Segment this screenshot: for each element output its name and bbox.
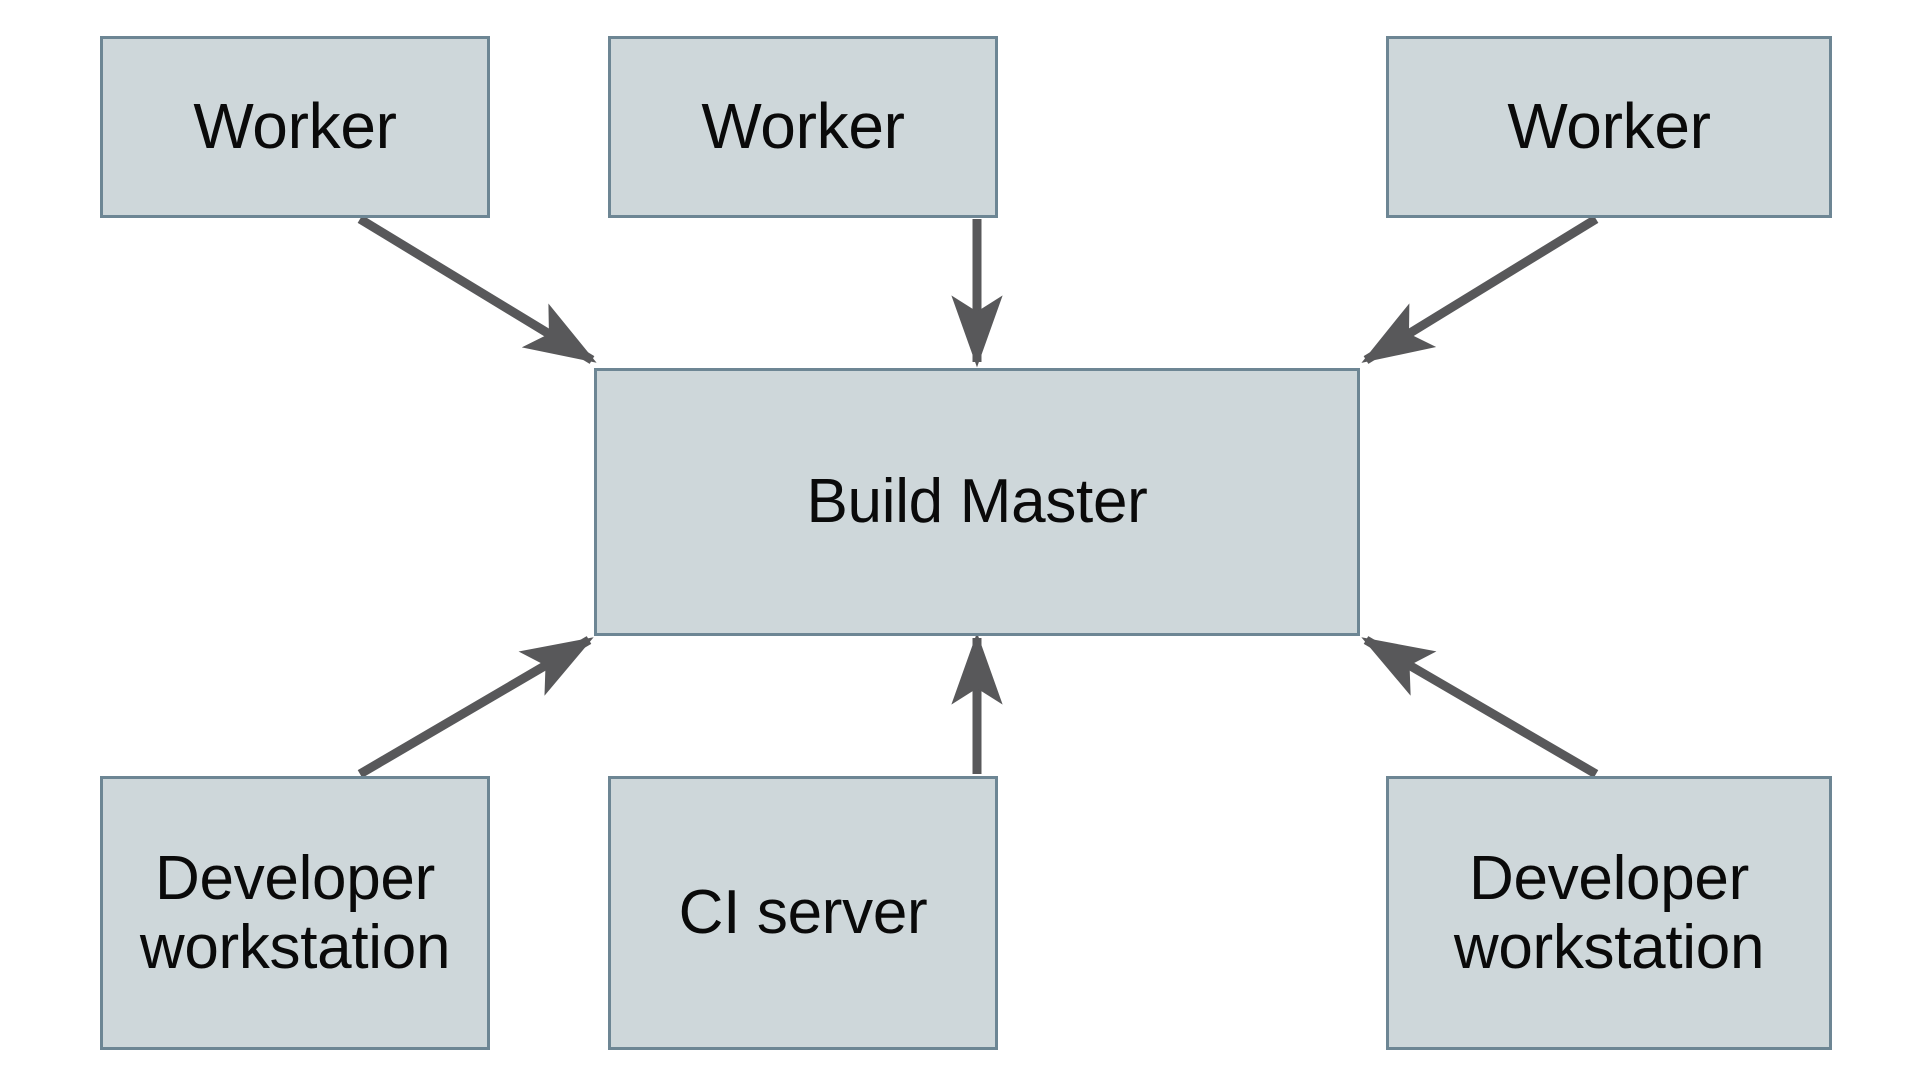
node-build-master[interactable]: Build Master [594, 368, 1360, 636]
node-worker-1-label: Worker [193, 90, 397, 163]
edge-developer-workstation-1-to-build-master [357, 636, 594, 778]
node-ci-server[interactable]: CI server [608, 776, 998, 1050]
node-worker-3-label: Worker [1507, 90, 1711, 163]
node-developer-workstation-2[interactable]: Developer workstation [1386, 776, 1832, 1050]
node-developer-workstation-1[interactable]: Developer workstation [100, 776, 490, 1050]
edge-worker-3-to-build-master [1361, 215, 1599, 364]
node-worker-2-label: Worker [701, 90, 905, 163]
edge-developer-workstation-2-to-build-master [1361, 636, 1599, 778]
node-developer-workstation-2-label: Developer workstation [1453, 843, 1765, 982]
node-worker-3[interactable]: Worker [1386, 36, 1832, 218]
node-build-master-label: Build Master [806, 467, 1148, 537]
node-worker-2[interactable]: Worker [608, 36, 998, 218]
node-ci-server-label: CI server [678, 878, 928, 948]
node-developer-workstation-1-label: Developer workstation [139, 843, 451, 982]
node-worker-1[interactable]: Worker [100, 36, 490, 218]
edge-worker-1-to-build-master [357, 215, 597, 364]
